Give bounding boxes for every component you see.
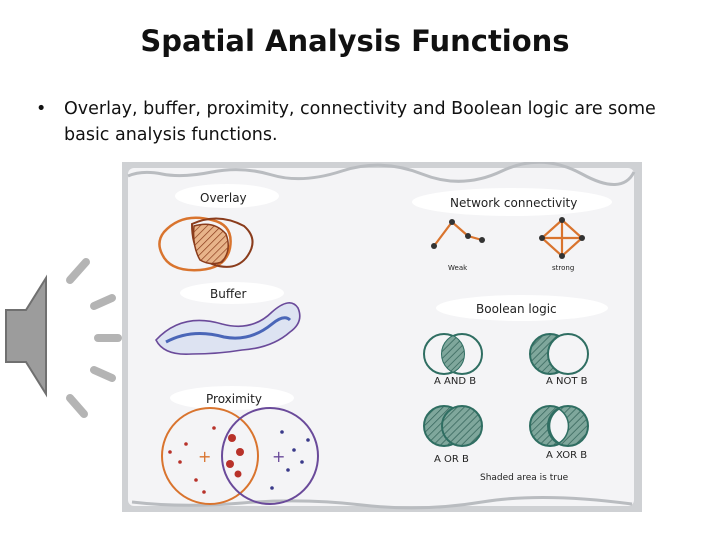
- boolean-xor-diagram: A XOR B: [529, 405, 589, 461]
- boolean-not-label: A NOT B: [546, 376, 588, 387]
- proximity-label: Proximity: [206, 392, 262, 406]
- bullet-dot: •: [36, 99, 47, 119]
- boolean-panel: Boolean logic A AND B A NOT B A OR B: [423, 295, 608, 483]
- svg-text:+: +: [198, 447, 211, 466]
- network-label: Network connectivity: [450, 196, 577, 210]
- boolean-and-diagram: A AND B: [423, 333, 483, 387]
- network-panel: Network connectivity Weak strong: [412, 188, 612, 272]
- boolean-not-diagram: A NOT B: [529, 333, 589, 387]
- buffer-zone: [155, 302, 301, 356]
- boolean-and-label: A AND B: [434, 376, 476, 387]
- buffer-panel: Buffer: [155, 282, 301, 356]
- svg-text:+: +: [272, 447, 285, 466]
- bullet-item: • Overlay, buffer, proximity, connectivi…: [36, 96, 686, 148]
- buffer-river-line: [165, 316, 292, 344]
- network-weak-graph: [433, 220, 483, 247]
- proximity-circle-b: [221, 407, 319, 505]
- shaded-caption: Shaded area is true: [480, 473, 569, 483]
- overlay-intersection: [192, 223, 229, 265]
- proximity-circle-a: [161, 407, 259, 505]
- boolean-or-label: A OR B: [434, 454, 469, 465]
- proximity-panel: Proximity + +: [161, 386, 319, 505]
- buffer-label: Buffer: [210, 287, 246, 301]
- network-weak-label: Weak: [448, 264, 468, 272]
- boolean-label: Boolean logic: [476, 302, 557, 316]
- bullet-text: Overlay, buffer, proximity, connectivity…: [64, 99, 656, 145]
- speaker-icon[interactable]: [0, 248, 140, 418]
- boolean-or-diagram: A OR B: [423, 405, 483, 465]
- whiteboard-surface: [128, 168, 634, 506]
- whiteboard-photo: Overlay Buffer Proximity: [122, 162, 642, 512]
- boolean-xor-label: A XOR B: [546, 450, 587, 461]
- network-strong-label: strong: [552, 264, 574, 272]
- overlay-panel: Overlay: [158, 184, 279, 272]
- slide-title: Spatial Analysis Functions: [140, 24, 570, 58]
- overlay-label: Overlay: [200, 191, 247, 205]
